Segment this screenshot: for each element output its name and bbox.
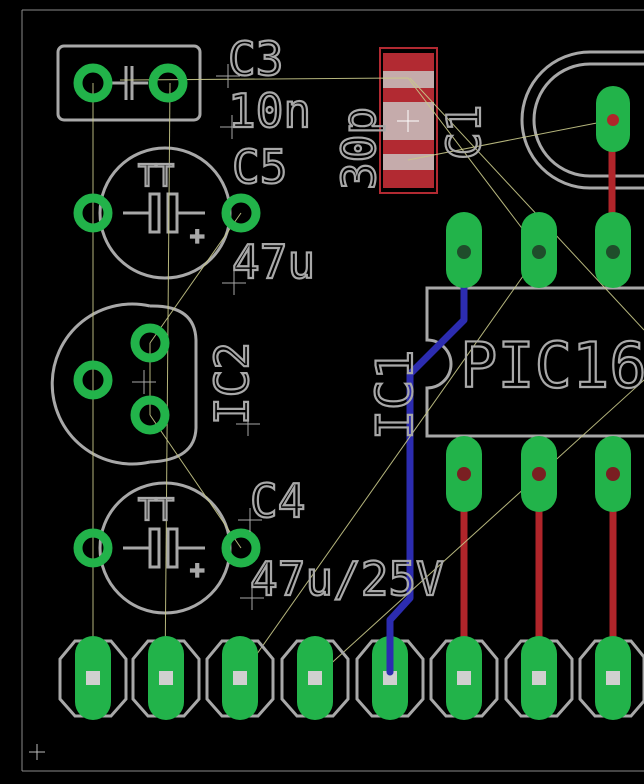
ic1-pad bbox=[521, 436, 557, 512]
ic1-pad bbox=[521, 212, 557, 288]
c5-plus-label: + bbox=[190, 222, 204, 250]
c5-pad bbox=[221, 193, 261, 233]
c4-plus-label: + bbox=[190, 556, 204, 584]
c3-outline bbox=[56, 44, 202, 122]
ic1-value-label: PIC16 bbox=[460, 329, 644, 402]
header-pad bbox=[429, 636, 499, 720]
origin-markers bbox=[132, 64, 264, 610]
ic1-outline bbox=[425, 286, 644, 438]
ic2-outline bbox=[50, 302, 151, 466]
header-pad bbox=[504, 636, 574, 720]
c5-pad bbox=[73, 193, 113, 233]
c3-pad bbox=[148, 63, 188, 103]
c4-value-label: 47u/25V bbox=[250, 552, 444, 606]
c4-symbol bbox=[123, 527, 205, 569]
header-pad bbox=[355, 636, 425, 720]
ic1-pad bbox=[595, 212, 631, 288]
crystal-outline bbox=[520, 50, 644, 190]
c5-name-label: C5 bbox=[232, 140, 287, 194]
c1-value-label: 30p bbox=[332, 107, 386, 190]
c3-name-label: C3 bbox=[228, 32, 283, 86]
ic1-pad bbox=[595, 436, 631, 512]
header-pad bbox=[578, 636, 644, 720]
c3-value-label: 10n bbox=[228, 84, 311, 138]
ic2-pad bbox=[130, 323, 170, 363]
c5-symbol bbox=[123, 192, 205, 234]
c4-pad bbox=[221, 528, 261, 568]
header-pad bbox=[280, 636, 350, 720]
board-outline bbox=[21, 9, 644, 772]
c3-symbol bbox=[110, 66, 148, 100]
c3-pad bbox=[73, 63, 113, 103]
header-pad bbox=[131, 636, 201, 720]
c4-pad bbox=[73, 528, 113, 568]
origin-cross-icon bbox=[29, 744, 45, 760]
c1-smd-capacitor bbox=[379, 47, 438, 194]
ic1-pad bbox=[446, 436, 482, 512]
c5-polarity-label: TT bbox=[138, 159, 174, 194]
crystal-inner-outline bbox=[532, 62, 644, 178]
c5-value-label: 47u bbox=[232, 235, 315, 289]
c4-name-label: C4 bbox=[250, 474, 305, 528]
ic1-name-label: IC1 bbox=[366, 350, 424, 440]
c1-name-label: C1 bbox=[437, 105, 491, 160]
ic2-pad bbox=[73, 360, 113, 400]
ic1-pad bbox=[446, 212, 482, 288]
ic2-pad bbox=[130, 395, 170, 435]
c4-polarity-label: TT bbox=[138, 493, 174, 528]
header-pad bbox=[58, 636, 128, 720]
ic2-name-label: IC2 bbox=[205, 342, 259, 425]
crystal-pad bbox=[596, 86, 630, 152]
header-pad bbox=[205, 636, 275, 720]
